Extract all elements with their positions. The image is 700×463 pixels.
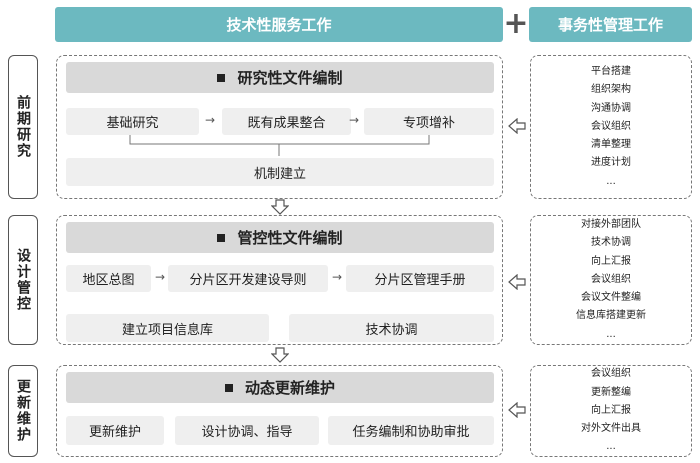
management-work-header: 事务性管理工作	[529, 7, 692, 42]
hollow-down-arrow-icon	[271, 199, 289, 215]
step-box: 技术协调	[289, 314, 494, 342]
step-box: 设计协调、指导	[175, 416, 319, 445]
arrow-right-icon: →	[154, 270, 166, 284]
step-box: 分片区开发建设导则	[168, 265, 328, 292]
plus-icon: +	[503, 6, 529, 41]
section-title-text: 动态更新维护	[244, 379, 335, 397]
arrow-right-icon: →	[331, 270, 343, 284]
square-bullet-icon	[217, 73, 226, 82]
step-box: 机制建立	[66, 158, 494, 186]
side-task-list: 对接外部团队 技术协调 向上汇报 会议组织 会议文件整编 信息库搭建更新 ...	[530, 215, 692, 345]
side-item: 向上汇报	[591, 404, 631, 416]
side-item: 向上汇报	[591, 255, 631, 267]
side-item: 平台搭建	[591, 65, 631, 77]
side-item: 信息库搭建更新	[576, 310, 646, 322]
side-item: 对外文件出具	[581, 423, 641, 435]
phase-label-design-control: 设计管控	[8, 215, 38, 345]
phase-label-research: 前期研究	[8, 55, 38, 199]
step-box: 任务编制和协助审批	[328, 416, 494, 445]
side-item: 技术协调	[591, 237, 631, 249]
side-item: 沟通协调	[591, 102, 631, 114]
bracket-connector	[129, 135, 430, 156]
step-box: 更新维护	[66, 416, 164, 445]
square-bullet-icon	[224, 383, 233, 392]
step-box: 分片区管理手册	[346, 265, 494, 292]
section-title-update-maintenance: 动态更新维护	[66, 372, 494, 403]
step-box: 建立项目信息库	[66, 314, 269, 342]
arrow-right-icon: →	[348, 113, 360, 127]
technical-service-header: 技术性服务工作	[55, 7, 503, 42]
side-item: ...	[606, 441, 616, 453]
phase-label-update-maintenance: 更新维护	[8, 365, 38, 457]
side-item: 进度计划	[591, 157, 631, 169]
step-box: 既有成果整合	[222, 108, 351, 135]
side-item: ...	[606, 175, 616, 187]
arrow-right-icon: →	[204, 113, 216, 127]
hollow-left-arrow-icon	[508, 402, 526, 418]
side-item: 组织架构	[591, 84, 631, 96]
square-bullet-icon	[217, 233, 226, 242]
section-title-text: 管控性文件编制	[237, 229, 343, 247]
hollow-down-arrow-icon	[271, 347, 289, 363]
side-item: 会议组织	[591, 120, 631, 132]
section-title-design-control: 管控性文件编制	[66, 222, 494, 253]
section-title-research: 研究性文件编制	[66, 62, 494, 93]
side-task-list: 会议组织 更新整编 向上汇报 对外文件出具 ...	[530, 365, 692, 457]
side-item: 会议文件整编	[581, 292, 641, 304]
side-item: 清单整理	[591, 139, 631, 151]
side-item: 更新整编	[591, 386, 631, 398]
step-box: 地区总图	[66, 265, 151, 292]
side-item: 对接外部团队	[581, 218, 641, 230]
section-title-text: 研究性文件编制	[237, 69, 343, 87]
side-task-list: 平台搭建 组织架构 沟通协调 会议组织 清单整理 进度计划 ...	[530, 55, 692, 199]
hollow-left-arrow-icon	[508, 118, 526, 134]
hollow-left-arrow-icon	[508, 274, 526, 290]
side-item: ...	[606, 328, 616, 340]
side-item: 会议组织	[591, 273, 631, 285]
side-item: 会议组织	[591, 368, 631, 380]
step-box: 基础研究	[66, 108, 199, 135]
step-box: 专项增补	[364, 108, 494, 135]
